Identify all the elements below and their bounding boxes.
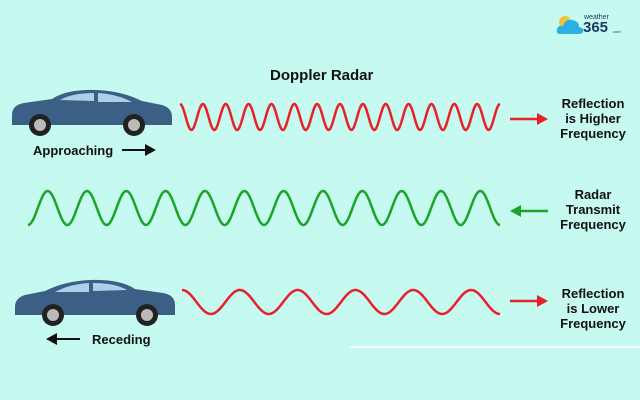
approaching-arrow-icon <box>122 144 156 156</box>
receding-arrow-icon <box>46 333 80 345</box>
approaching-car <box>12 89 172 136</box>
higher-frequency-wave <box>179 102 501 132</box>
right-arrow-icon <box>510 113 548 125</box>
logo-word: weather <box>584 14 609 21</box>
right-arrow-icon <box>510 295 548 307</box>
label-line: Frequency <box>560 217 626 232</box>
receding-label: Receding <box>92 332 151 347</box>
lower-frequency-wave <box>181 288 501 316</box>
left-arrow-icon <box>510 205 548 217</box>
logo-number: 365 <box>583 19 609 36</box>
label-line: Radar <box>574 187 612 202</box>
transmit-frequency-label: Radar Transmit Frequency <box>548 187 638 232</box>
cloud-sun-icon <box>556 16 584 34</box>
weather365-logo: weather 365 .com <box>556 14 626 38</box>
lower-frequency-label: Reflection is Lower Frequency <box>548 286 638 331</box>
approaching-label: Approaching <box>33 143 114 158</box>
receding-car <box>15 279 175 326</box>
label-line: Reflection <box>561 286 625 301</box>
logo-suffix: .com <box>612 29 621 34</box>
label-line: Frequency <box>560 316 626 331</box>
label-line: Transmit <box>565 202 621 217</box>
diagram-title: Doppler Radar <box>270 67 374 84</box>
label-line: Frequency <box>560 126 626 141</box>
transmit-frequency-wave <box>27 189 501 227</box>
higher-frequency-label: Reflection is Higher Frequency <box>548 96 638 141</box>
label-line: is Higher <box>565 111 621 126</box>
label-line: Reflection <box>561 96 625 111</box>
label-line: is Lower <box>566 301 620 316</box>
